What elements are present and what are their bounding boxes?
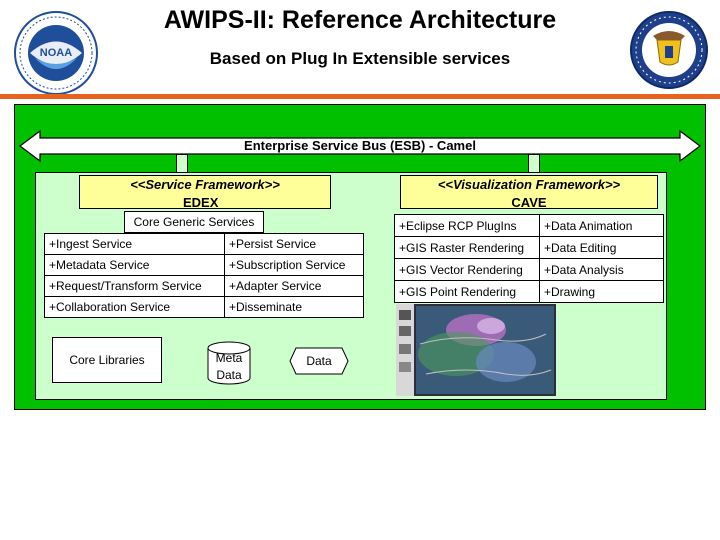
service-cell: +Persist Service <box>224 233 364 255</box>
table-row: +Eclipse RCP PlugIns +Data Animation <box>394 214 664 237</box>
esb-arrow <box>19 129 701 163</box>
metadata-label-line2: Data <box>216 368 242 382</box>
feature-cell: +GIS Raster Rendering <box>394 236 540 259</box>
service-cell: +Request/Transform Service <box>44 275 225 297</box>
core-generic-services-label: Core Generic Services <box>133 215 255 229</box>
core-generic-services-box <box>124 211 264 233</box>
metadata-label-line1: Meta <box>215 351 243 365</box>
edex-framework-label: <<Service Framework>> <box>130 177 280 192</box>
cave-framework-label: <<Visualization Framework>> <box>437 177 621 192</box>
table-row: +GIS Vector Rendering +Data Analysis <box>394 258 664 281</box>
edex-services-table: +Ingest Service +Persist Service +Metada… <box>44 233 364 318</box>
data-shape <box>289 347 349 375</box>
header-divider <box>0 94 720 99</box>
metadata-label: Meta Data <box>206 350 252 384</box>
service-cell: +Subscription Service <box>224 254 364 276</box>
table-row: +GIS Point Rendering +Drawing <box>394 280 664 303</box>
edex-name: EDEX <box>183 195 219 210</box>
commerce-seal <box>630 11 708 89</box>
table-row: +GIS Raster Rendering +Data Editing <box>394 236 664 259</box>
service-cell: +Ingest Service <box>44 233 225 255</box>
feature-cell: +Drawing <box>539 280 664 303</box>
feature-cell: +Data Animation <box>539 214 664 237</box>
feature-cell: +GIS Point Rendering <box>394 280 540 303</box>
cave-features-table: +Eclipse RCP PlugIns +Data Animation +GI… <box>394 214 664 303</box>
service-cell: +Disseminate <box>224 296 364 318</box>
core-libraries-label: Core Libraries <box>69 353 145 367</box>
table-row: +Ingest Service +Persist Service <box>44 233 364 255</box>
slide-title: AWIPS-II: Reference Architecture <box>163 6 557 34</box>
table-row: +Metadata Service +Subscription Service <box>44 254 364 276</box>
table-row: +Collaboration Service +Disseminate <box>44 296 364 318</box>
esb-connector-edex <box>176 154 188 173</box>
cave-screenshot-thumbnail <box>396 304 556 396</box>
metadata-cylinder <box>207 341 251 385</box>
service-cell: +Metadata Service <box>44 254 225 276</box>
cave-framework-box <box>400 175 658 209</box>
service-cell: +Collaboration Service <box>44 296 225 318</box>
table-row: +Request/Transform Service +Adapter Serv… <box>44 275 364 297</box>
edex-framework-box <box>79 175 331 209</box>
feature-cell: +Data Editing <box>539 236 664 259</box>
core-libraries-box <box>52 337 162 383</box>
esb-label: Enterprise Service Bus (ESB) - Camel <box>244 138 476 153</box>
feature-cell: +Eclipse RCP PlugIns <box>394 214 540 237</box>
feature-cell: +Data Analysis <box>539 258 664 281</box>
noaa-logo-text: NOAA <box>40 47 72 59</box>
feature-cell: +GIS Vector Rendering <box>394 258 540 281</box>
slide-subtitle: Based on Plug In Extensible services <box>209 49 511 68</box>
cave-name: CAVE <box>511 195 547 210</box>
noaa-logo: NOAA <box>14 11 98 95</box>
service-cell: +Adapter Service <box>224 275 364 297</box>
esb-connector-cave <box>528 154 540 173</box>
data-label: Data <box>306 354 332 368</box>
